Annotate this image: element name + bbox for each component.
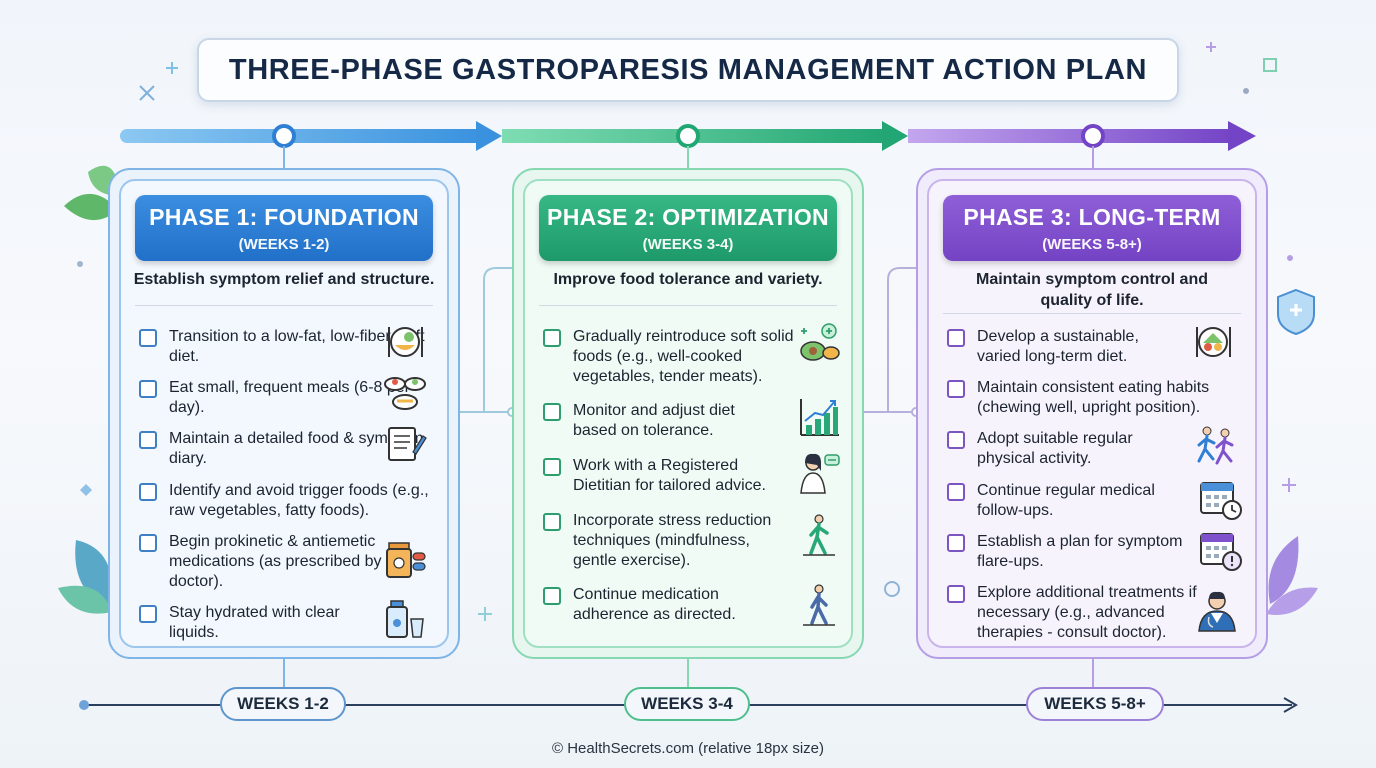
task-item[interactable]: Establish a plan for symptom flare-ups.	[947, 532, 1209, 572]
task-checkbox[interactable]	[139, 431, 157, 449]
timeline-pill-weeks-5-8: WEEKS 5-8+	[1026, 687, 1164, 721]
task-text: Eat small, frequent meals (6-8 per day).	[169, 379, 410, 416]
phase-header: PHASE 1: FOUNDATION (WEEKS 1-2)	[135, 195, 433, 261]
task-checkbox[interactable]	[543, 513, 561, 531]
task-checkbox[interactable]	[139, 605, 157, 623]
progress-arrow-phase3	[908, 121, 1256, 151]
progress-arrow-phase2	[502, 121, 908, 151]
notepad-icon	[388, 427, 427, 461]
task-item[interactable]: Begin prokinetic & antiemetic medication…	[139, 532, 394, 592]
timeline-pill-weeks-1-2: WEEKS 1-2	[220, 687, 346, 721]
phase-title: PHASE 3: LONG-TERM	[963, 204, 1221, 230]
phase-goal: Maintain symptom control and quality of …	[975, 271, 1208, 309]
phase-goal: Improve food tolerance and variety.	[553, 271, 823, 288]
phase-weeks: (WEEKS 3-4)	[642, 236, 734, 253]
task-checkbox[interactable]	[543, 403, 561, 421]
task-text: Explore additional treatments if necessa…	[977, 584, 1197, 641]
task-item[interactable]: Work with a Registered Dietitian for tai…	[543, 456, 795, 496]
task-item[interactable]: Explore additional treatments if necessa…	[947, 583, 1199, 643]
task-item[interactable]: Develop a sustainable, varied long-term …	[947, 327, 1177, 367]
walking-person-icon	[803, 514, 835, 556]
task-item[interactable]: Continue regular medical follow-ups.	[947, 481, 1177, 521]
task-item[interactable]: Adopt suitable regular physical activity…	[947, 429, 1177, 469]
task-text: Maintain a detailed food & symptom diary…	[169, 430, 424, 467]
footer-copyright: © HealthSecrets.com (relative 18px size)	[552, 740, 824, 757]
pill-bottle-icon	[386, 542, 426, 578]
task-checkbox[interactable]	[947, 483, 965, 501]
task-item[interactable]: Eat small, frequent meals (6-8 per day).	[139, 378, 429, 418]
task-checkbox[interactable]	[947, 380, 965, 398]
task-item[interactable]: Identify and avoid trigger foods (e.g., …	[139, 481, 439, 521]
calendar-alert-icon	[1200, 533, 1242, 571]
phase-title: PHASE 2: OPTIMIZATION	[547, 204, 829, 230]
connector-1-2	[460, 267, 517, 417]
growth-chart-icon	[800, 399, 839, 436]
task-checkbox[interactable]	[139, 534, 157, 552]
task-item[interactable]: Transition to a low-fat, low-fiber, soft…	[139, 327, 429, 367]
task-checkbox[interactable]	[947, 534, 965, 552]
task-checkbox[interactable]	[139, 483, 157, 501]
doctor-icon	[1198, 591, 1236, 632]
water-bottle-icon	[386, 600, 424, 638]
timeline-pill-weeks-3-4: WEEKS 3-4	[624, 687, 750, 721]
task-checkbox[interactable]	[139, 380, 157, 398]
plate-meal-icon	[388, 327, 423, 357]
sparkle-decorations	[77, 42, 1296, 621]
walking-person-icon	[803, 584, 835, 626]
task-item[interactable]: Stay hydrated with clear liquids.	[139, 603, 369, 643]
task-text: Develop a sustainable, varied long-term …	[977, 328, 1139, 365]
task-text: Identify and avoid trigger foods (e.g., …	[169, 482, 429, 519]
title-banner: THREE-PHASE GASTROPARESIS MANAGEMENT ACT…	[197, 38, 1179, 102]
task-checkbox[interactable]	[139, 329, 157, 347]
calendar-clock-icon	[1200, 482, 1242, 520]
task-text: Transition to a low-fat, low-fiber, soft…	[169, 328, 425, 365]
connector-2-3	[862, 267, 921, 417]
dietitian-icon	[800, 453, 840, 494]
milestone-node-1	[272, 124, 296, 178]
phase-header: PHASE 2: OPTIMIZATION (WEEKS 3-4)	[539, 195, 837, 261]
task-text: Begin prokinetic & antiemetic medication…	[169, 533, 382, 590]
phase-title: PHASE 1: FOUNDATION	[149, 204, 419, 230]
task-checkbox[interactable]	[947, 585, 965, 603]
leaf-bottom-right-icon	[1266, 536, 1318, 615]
task-item[interactable]: Maintain a detailed food & symptom diary…	[139, 429, 429, 469]
task-item[interactable]: Gradually reintroduce soft solid foods (…	[543, 327, 795, 387]
task-text: Maintain consistent eating habits (chewi…	[977, 379, 1210, 416]
task-text: Work with a Registered Dietitian for tai…	[573, 457, 766, 494]
task-text: Continue regular medical follow-ups.	[977, 482, 1155, 519]
task-text: Continue medication adherence as directe…	[573, 586, 736, 623]
milestone-node-3	[1081, 124, 1105, 178]
phase-header: PHASE 3: LONG-TERM (WEEKS 5-8+)	[943, 195, 1241, 261]
task-text: Establish a plan for symptom flare-ups.	[977, 533, 1183, 570]
avocado-food-icon	[800, 323, 840, 361]
task-checkbox[interactable]	[947, 431, 965, 449]
task-checkbox[interactable]	[543, 458, 561, 476]
task-text: Incorporate stress reduction techniques …	[573, 512, 772, 569]
leaf-bottom-left-icon	[58, 540, 112, 614]
progress-arrow-phase1	[120, 121, 502, 151]
phase-weeks: (WEEKS 1-2)	[238, 236, 330, 253]
plate-meal-icon	[1196, 327, 1231, 357]
task-text: Stay hydrated with clear liquids.	[169, 604, 340, 641]
task-item[interactable]: Incorporate stress reduction techniques …	[543, 511, 795, 571]
running-people-icon	[1197, 426, 1234, 465]
phase-weeks: (WEEKS 5-8+)	[1042, 236, 1142, 253]
task-item[interactable]: Monitor and adjust diet based on toleran…	[543, 401, 773, 441]
page-title: THREE-PHASE GASTROPARESIS MANAGEMENT ACT…	[228, 53, 1148, 86]
task-text: Monitor and adjust diet based on toleran…	[573, 402, 735, 439]
small-bowls-icon	[384, 377, 426, 410]
task-item[interactable]: Continue medication adherence as directe…	[543, 585, 773, 625]
milestone-node-2	[676, 124, 700, 178]
task-text: Gradually reintroduce soft solid foods (…	[573, 328, 794, 385]
task-item[interactable]: Maintain consistent eating habits (chewi…	[947, 378, 1247, 418]
phase-goal: Establish symptom relief and structure.	[133, 271, 435, 288]
task-checkbox[interactable]	[947, 329, 965, 347]
task-text: Adopt suitable regular physical activity…	[977, 430, 1133, 467]
shield-medical-icon	[1277, 288, 1315, 336]
task-checkbox[interactable]	[543, 587, 561, 605]
task-checkbox[interactable]	[543, 329, 561, 347]
